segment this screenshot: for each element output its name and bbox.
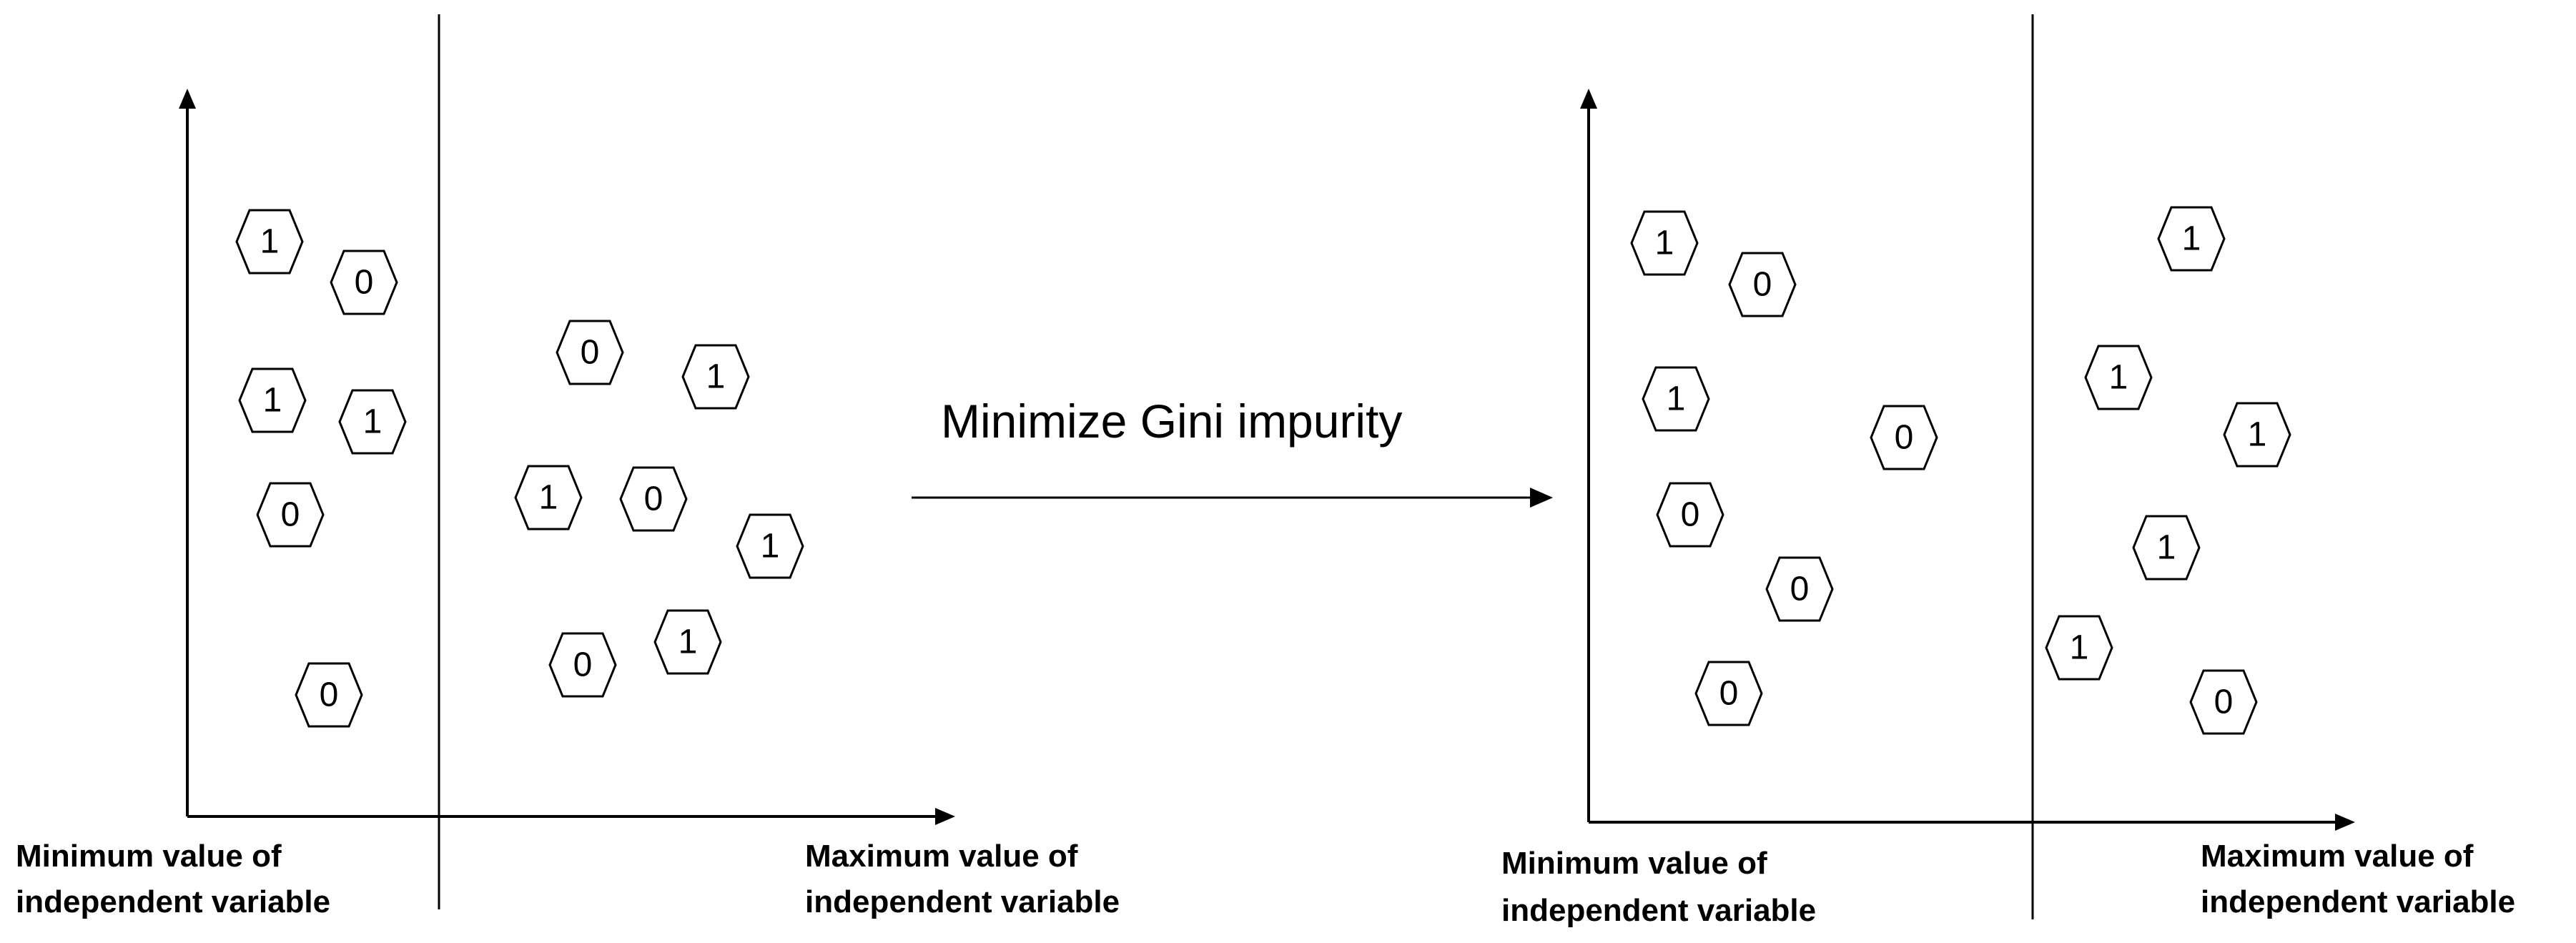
- hexagon-icon: [1765, 556, 1834, 622]
- node: 0: [1694, 661, 1763, 726]
- max-value-label-line1: Maximum value of: [2201, 839, 2474, 874]
- hexagon-icon: [256, 482, 325, 548]
- node-label: 1: [2248, 416, 2267, 454]
- node-label: 0: [1895, 419, 1914, 457]
- node: 0: [1728, 252, 1797, 317]
- node-label: 1: [260, 223, 280, 261]
- hexagon-icon: [2189, 669, 2258, 735]
- hexagon-icon: [1694, 661, 1763, 726]
- min-value-label-line2: independent variable: [1501, 893, 1816, 928]
- node-label: 1: [2157, 529, 2176, 567]
- max-value-label-line2: independent variable: [2201, 884, 2515, 919]
- node: 1: [2084, 345, 2153, 410]
- right-arrow-icon: [1530, 488, 1553, 508]
- node-label: 1: [2109, 359, 2128, 397]
- hexagon-icon: [2045, 615, 2113, 681]
- node-label: 1: [263, 382, 282, 420]
- hexagon-icon: [338, 389, 407, 455]
- hexagon-icon: [1728, 252, 1797, 317]
- node-label: 0: [1753, 266, 1772, 304]
- node: 0: [1870, 405, 1938, 470]
- hexagon-icon: [238, 367, 307, 433]
- max-value-label-line2: independent variable: [805, 884, 1120, 919]
- node-label: 0: [355, 264, 374, 302]
- min-value-label-line1: Minimum value of: [1501, 846, 1767, 881]
- transition: Minimize Gini impurity: [912, 395, 1553, 508]
- node: 1: [2132, 515, 2201, 581]
- hexagon-icon: [1630, 210, 1699, 276]
- hexagon-icon: [330, 250, 398, 315]
- hexagon-icon: [514, 465, 583, 530]
- node-label: 1: [1655, 224, 1674, 262]
- node: 0: [1765, 556, 1834, 622]
- hexagon-icon: [681, 344, 750, 410]
- node-label: 1: [706, 358, 726, 396]
- node-label: 1: [363, 403, 383, 441]
- node: 0: [256, 482, 325, 548]
- node: 0: [548, 632, 617, 698]
- node: 0: [330, 250, 398, 315]
- node: 0: [295, 662, 363, 728]
- hexagon-icon: [235, 209, 304, 275]
- node-label: 1: [761, 528, 780, 566]
- hexagon-icon: [556, 320, 624, 385]
- node-label: 0: [1790, 571, 1810, 608]
- node-label: 0: [1719, 675, 1739, 713]
- hexagon-icon: [295, 662, 363, 728]
- node: 1: [2223, 402, 2291, 468]
- node-label: 0: [581, 334, 600, 372]
- min-value-label-line2: independent variable: [16, 884, 330, 919]
- node-label: 0: [1681, 496, 1700, 534]
- node-label: 0: [573, 646, 593, 684]
- node: 1: [514, 465, 583, 530]
- node-label: 0: [281, 496, 300, 534]
- max-value-label-line1: Maximum value of: [805, 839, 1078, 874]
- y-axis-arrow-icon: [1580, 89, 1597, 109]
- node-label: 1: [539, 479, 558, 517]
- node-label: 0: [644, 480, 663, 518]
- node: 1: [1642, 366, 1710, 432]
- hexagon-icon: [2132, 515, 2201, 581]
- hexagon-icon: [653, 609, 722, 675]
- node-label: 0: [320, 676, 339, 714]
- hexagon-icon: [2157, 206, 2226, 272]
- panel-after: 1 0 1 0 0 0 0 1: [1501, 14, 2515, 928]
- node-label: 1: [2182, 220, 2201, 258]
- panel-before: 1 0 1 1 0 0 0 1: [16, 14, 1120, 919]
- hexagon-icon: [1870, 405, 1938, 470]
- hexagon-icon: [619, 466, 688, 532]
- hexagon-icon: [2084, 345, 2153, 410]
- hexagon-icon: [1642, 366, 1710, 432]
- node: 1: [653, 609, 722, 675]
- node-label: 1: [2070, 629, 2089, 667]
- node: 0: [556, 320, 624, 385]
- hexagon-icon: [1656, 482, 1724, 548]
- node: 1: [2045, 615, 2113, 681]
- node: 0: [2189, 669, 2258, 735]
- hexagon-icon: [736, 513, 804, 579]
- node-label: 0: [2214, 683, 2234, 721]
- x-axis-arrow-icon: [2335, 814, 2355, 831]
- x-axis-arrow-icon: [935, 808, 955, 825]
- y-axis-arrow-icon: [179, 89, 196, 109]
- node: 1: [2157, 206, 2226, 272]
- node-label: 1: [678, 623, 698, 661]
- node: 0: [619, 466, 688, 532]
- hexagon-icon: [2223, 402, 2291, 468]
- node: 1: [235, 209, 304, 275]
- node-label: 1: [1667, 380, 1686, 418]
- node: 0: [1656, 482, 1724, 548]
- min-value-label-line1: Minimum value of: [16, 839, 282, 874]
- node: 1: [1630, 210, 1699, 276]
- node: 1: [238, 367, 307, 433]
- hexagon-icon: [548, 632, 617, 698]
- node: 1: [681, 344, 750, 410]
- node: 1: [338, 389, 407, 455]
- caption: Minimize Gini impurity: [941, 395, 1402, 448]
- node: 1: [736, 513, 804, 579]
